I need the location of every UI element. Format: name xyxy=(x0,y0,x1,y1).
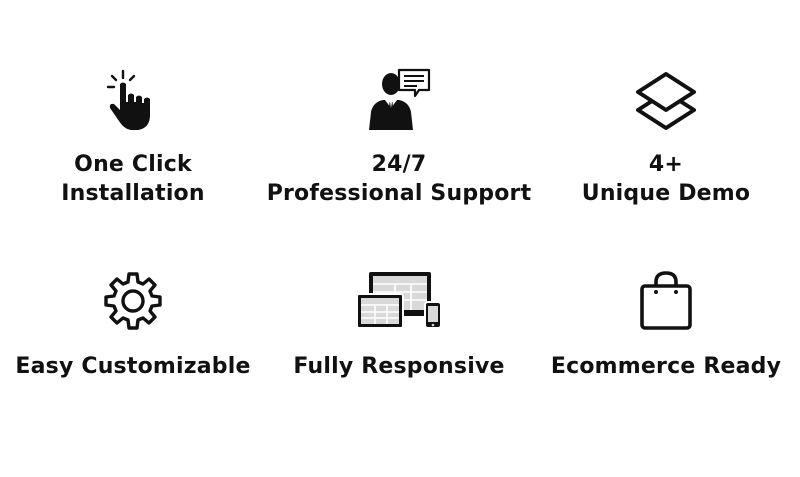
feature-easy-customizable: Easy Customizable xyxy=(0,268,266,381)
layers-icon xyxy=(634,68,698,132)
gear-icon xyxy=(102,268,164,332)
shopping-bag-icon xyxy=(638,268,694,332)
feature-title-line-1: Ecommerce Ready xyxy=(550,354,782,379)
feature-one-click-installation: One Click Installation xyxy=(0,68,266,208)
feature-title-line-1: 24/7 xyxy=(371,152,427,177)
feature-title-line-1: One Click xyxy=(74,152,192,177)
feature-title-line-1: 4+ xyxy=(648,152,684,177)
support-agent-icon xyxy=(367,68,431,132)
feature-title-line-2: Installation xyxy=(61,181,205,206)
feature-fully-responsive: Fully Responsive xyxy=(266,268,532,381)
pointer-click-icon xyxy=(105,68,161,132)
feature-title-line-1: Fully Responsive xyxy=(293,354,505,379)
feature-title-line-2: Professional Support xyxy=(266,181,532,206)
feature-unique-demo: 4+ Unique Demo xyxy=(533,68,799,208)
responsive-devices-icon xyxy=(355,268,443,332)
feature-ecommerce-ready: Ecommerce Ready xyxy=(533,268,799,381)
feature-professional-support: 24/7 Professional Support xyxy=(266,68,532,208)
feature-title-line-1: Easy Customizable xyxy=(15,354,251,379)
feature-title-line-2: Unique Demo xyxy=(581,181,751,206)
